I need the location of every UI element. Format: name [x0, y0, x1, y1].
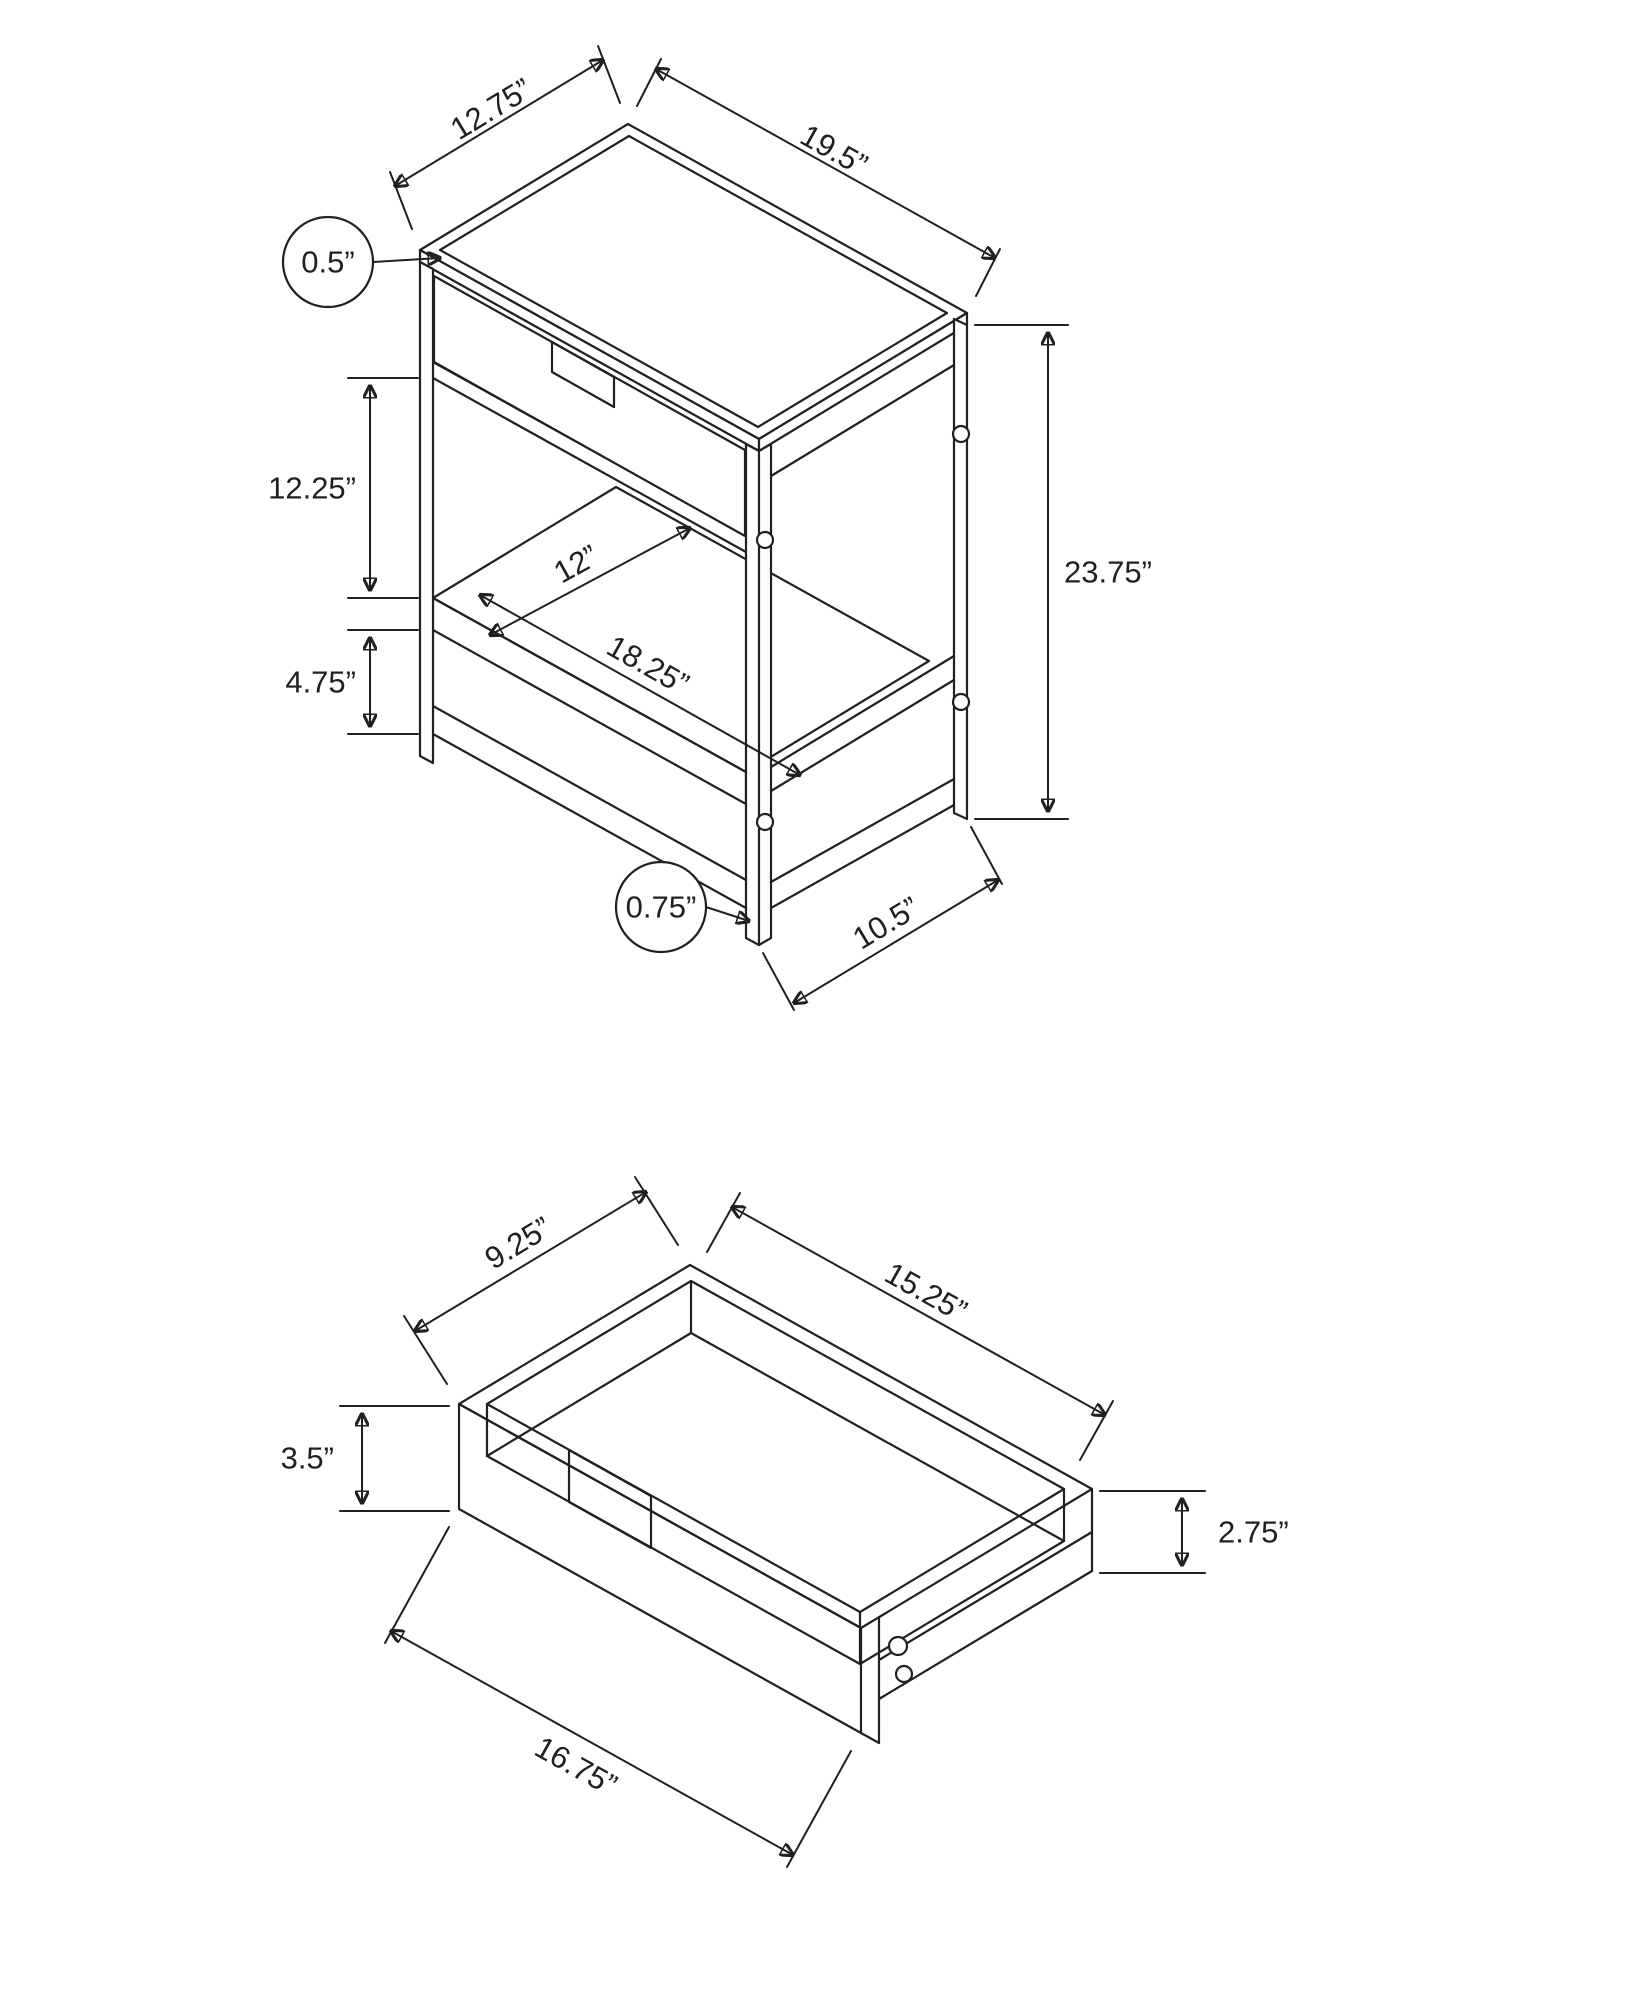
dim-base-depth: 10.5”: [762, 826, 1003, 1011]
shelf-surface: [431, 485, 931, 774]
dim-label-drawer-side-height: 2.75”: [1218, 1515, 1289, 1550]
bottom-rail-front: [431, 704, 748, 910]
table-structure: [418, 122, 971, 947]
dim-drawer-side-height: 2.75”: [1099, 1490, 1289, 1574]
screw-head-icon: [951, 424, 971, 444]
drawer-floor: [485, 1331, 1066, 1666]
drawer-outer-rim: [457, 1263, 1094, 1630]
dim-shelf-to-base: 4.75”: [285, 629, 419, 735]
dim-drawer-inner-width: 15.25”: [706, 1192, 1114, 1461]
dim-label-base-depth: 10.5”: [847, 890, 926, 956]
dim-label-overall-height: 23.75”: [1064, 555, 1152, 590]
shelf-right-band: [769, 654, 956, 793]
screw-head-icon: [894, 1664, 914, 1684]
dim-label-shelf-depth: 12”: [548, 538, 604, 590]
dim-label-top-width: 19.5”: [795, 117, 874, 182]
dim-label-frame-thickness: 0.75”: [626, 890, 697, 925]
under-top-rail-right: [769, 363, 956, 478]
dim-label-rail-to-shelf: 12.25”: [268, 471, 356, 506]
drawer-inner-corner-edges: [485, 1279, 1066, 1666]
left-leg: [418, 260, 435, 765]
dim-overall-height: 23.75”: [974, 324, 1152, 820]
screw-head-icon: [951, 692, 971, 712]
screw-head-icon: [887, 1635, 909, 1657]
dim-drawer-front-height: 3.5”: [281, 1405, 450, 1512]
dim-drawer-front-width: 16.75”: [384, 1526, 852, 1868]
dim-label-drawer-front-width: 16.75”: [529, 1729, 623, 1802]
dim-label-top-thickness: 0.5”: [301, 245, 354, 280]
drawer-front-face: [457, 1402, 863, 1735]
dim-label-drawer-inner-width: 15.25”: [879, 1255, 973, 1328]
right-leg: [952, 317, 969, 821]
dim-label-drawer-front-height: 3.5”: [281, 1441, 334, 1476]
dim-label-shelf-width: 18.25”: [601, 628, 695, 702]
drawer-view: 9.25” 15.25” 3.5” 2.75” 16.75”: [281, 1176, 1289, 1868]
screw-head-icon: [755, 530, 775, 550]
dim-drawer-inner-depth: 9.25”: [403, 1176, 679, 1385]
dim-label-drawer-inner-depth: 9.25”: [479, 1210, 558, 1276]
dim-label-shelf-to-base: 4.75”: [285, 665, 356, 700]
drawer-side-face: [859, 1487, 1094, 1745]
drawer-inner-rim: [485, 1279, 1066, 1614]
screw-head-icon: [755, 812, 775, 832]
dim-rail-to-shelf: 12.25”: [268, 377, 419, 599]
shelf-front-band: [431, 596, 748, 806]
drawer-handle: [550, 340, 616, 409]
bottom-rail-right: [769, 777, 956, 910]
dim-label-top-depth: 12.75”: [444, 71, 537, 146]
drawer-handle: [567, 1448, 653, 1550]
callout-frame-thickness: 0.75”: [614, 860, 749, 954]
callout-top-thickness: 0.5”: [281, 215, 440, 309]
drawer-structure: [457, 1263, 1094, 1745]
table-view: 12.75” 19.5” 0.5” 12.25” 4.75”: [268, 45, 1152, 1011]
